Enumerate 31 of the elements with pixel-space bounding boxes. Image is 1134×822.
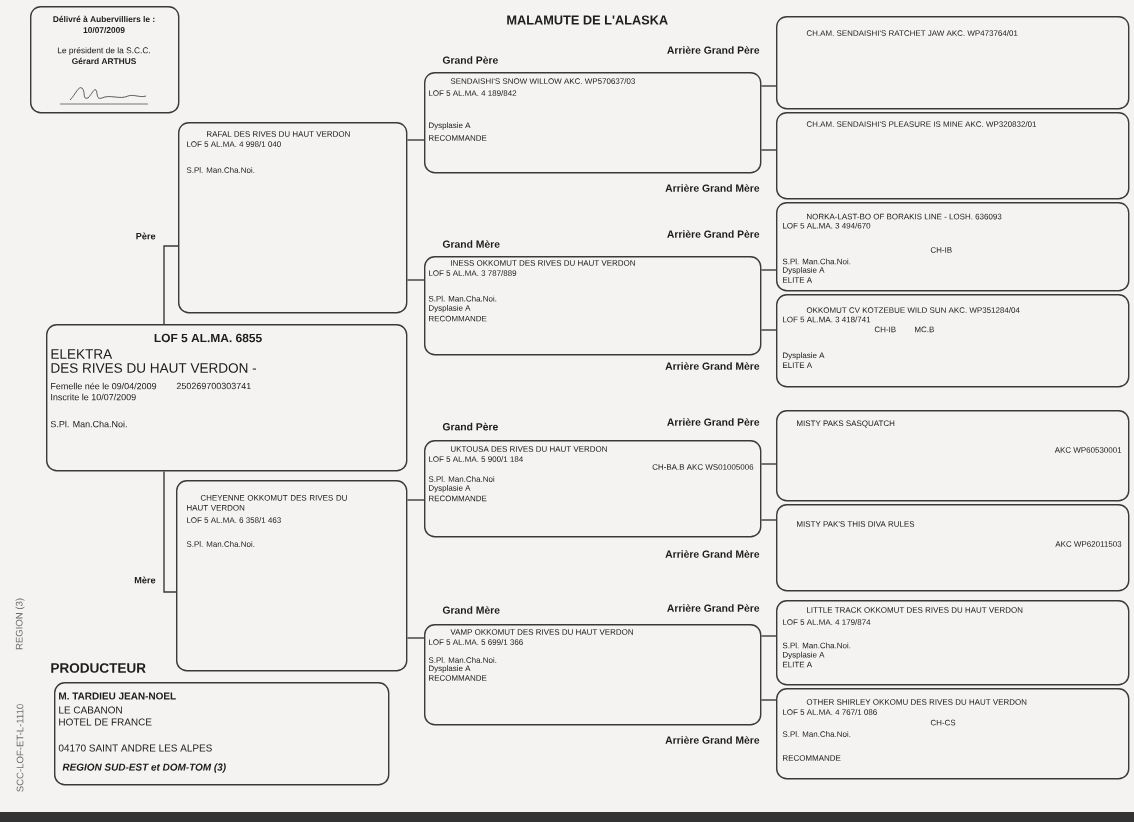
connector-line — [163, 245, 179, 325]
pedigree-box — [424, 624, 762, 726]
pedigree-box — [46, 324, 408, 472]
connector-line — [760, 85, 777, 87]
connector-line — [760, 519, 777, 521]
connector-line — [760, 269, 777, 271]
pedigree-box — [776, 294, 1130, 388]
connector-line — [406, 499, 425, 501]
pedigree-box — [424, 72, 762, 174]
connector-line — [760, 149, 777, 151]
pedigree-box — [776, 410, 1130, 502]
pedigree-box — [776, 16, 1130, 110]
pedigree-box — [776, 112, 1130, 200]
pedigree-box — [424, 256, 762, 356]
connector-line — [406, 637, 425, 639]
pedigree-box — [776, 600, 1130, 686]
connector-line — [760, 463, 777, 465]
connector-line — [760, 699, 777, 701]
certificate-stamp-box — [30, 6, 180, 114]
connector-line — [760, 329, 777, 331]
connector-line — [406, 139, 425, 141]
connector-line — [406, 279, 425, 281]
connector-line — [163, 470, 177, 593]
breeder-box — [54, 682, 390, 786]
pedigree-box — [176, 480, 408, 672]
pedigree-box — [776, 688, 1130, 780]
connector-line — [760, 635, 777, 637]
pedigree-box — [776, 202, 1130, 292]
pedigree-box — [776, 504, 1130, 592]
pedigree-box — [424, 440, 762, 538]
pedigree-box — [178, 122, 408, 314]
